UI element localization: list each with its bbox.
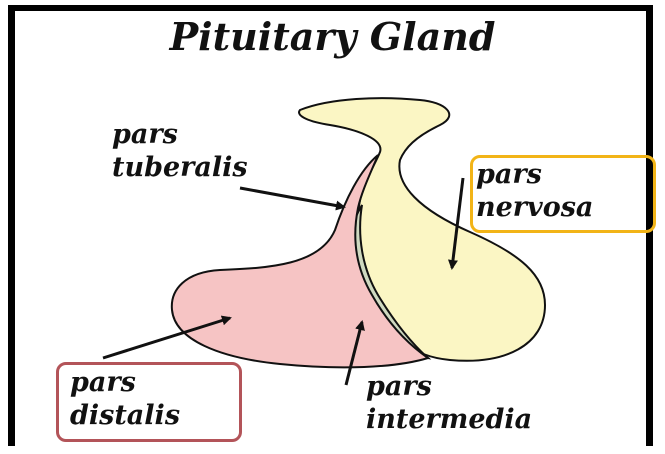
label-pars-tuberalis: pars tuberalis [112,118,248,184]
label-pars-intermedia: pars intermedia [366,370,532,436]
label-pars-distalis-line2: distalis [70,399,180,432]
label-pars-nervosa: pars nervosa [476,158,593,224]
label-pars-intermedia-line2: intermedia [366,403,532,436]
label-pars-nervosa-line2: nervosa [476,191,593,224]
label-pars-tuberalis-line1: pars [112,118,248,151]
label-pars-nervosa-line1: pars [476,158,593,191]
label-pars-tuberalis-line2: tuberalis [112,151,248,184]
label-pars-intermedia-line1: pars [366,370,532,403]
pars-tuberalis-arrow [240,188,344,207]
label-pars-distalis: pars distalis [70,366,180,432]
label-pars-distalis-line1: pars [70,366,180,399]
